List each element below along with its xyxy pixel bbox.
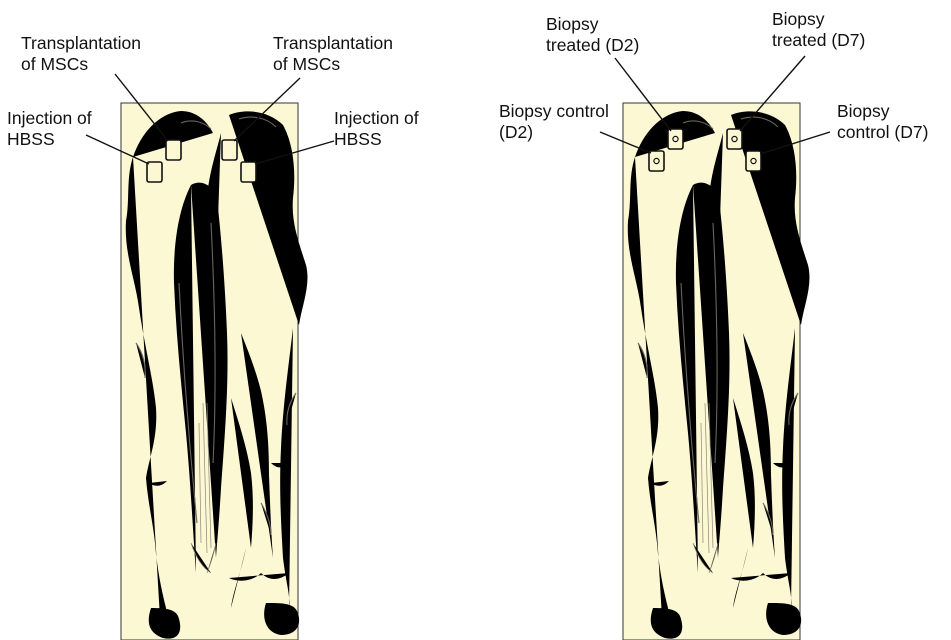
label-biopsy-treated-d2: Biopsy treated (D2) bbox=[546, 14, 639, 56]
left-site-injection-left bbox=[147, 162, 162, 182]
biopsy-site-treated-d2 bbox=[668, 129, 683, 149]
label-transplant-right: Transplantation of MSCs bbox=[273, 33, 393, 75]
label-transplant-left: Transplantation of MSCs bbox=[21, 33, 141, 75]
left-site-transplant-left bbox=[166, 140, 181, 160]
left-site-transplant-right bbox=[222, 140, 237, 160]
biopsy-site-treated-d7 bbox=[727, 129, 742, 149]
label-injection-right: Injection of HBSS bbox=[334, 108, 419, 150]
label-biopsy-control-d7: Biopsy control (D7) bbox=[837, 101, 928, 143]
left-site-injection-right bbox=[241, 162, 256, 182]
label-injection-left: Injection of HBSS bbox=[7, 108, 92, 150]
biopsy-site-control-d7 bbox=[746, 151, 761, 171]
biopsy-site-control-d2 bbox=[649, 151, 664, 171]
label-biopsy-treated-d7: Biopsy treated (D7) bbox=[772, 9, 865, 51]
label-biopsy-control-d2: Biopsy control (D2) bbox=[499, 101, 609, 143]
